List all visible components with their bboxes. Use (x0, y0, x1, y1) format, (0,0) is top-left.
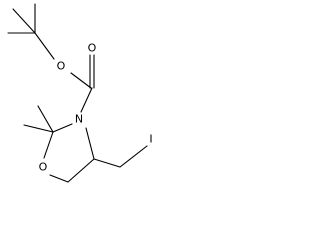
structure-diagram: O O N O I (7, 3, 153, 183)
bond-ester-oxygen-to-carbonyl (70, 72, 92, 89)
ester-oxygen-label: O (57, 60, 66, 73)
bond-c4-to-ch2 (93, 158, 121, 168)
bond-c2-to-ring-oxygen (43, 131, 54, 159)
bond-c2-methyl-a (37, 105, 54, 133)
ring-oxygen-label: O (39, 161, 48, 174)
carbamate-group (70, 54, 95, 113)
iodine-label: I (149, 133, 152, 146)
bond-tbu-to-ester-oxygen (34, 32, 55, 60)
bond-c5-to-c4 (67, 158, 95, 183)
bond-nitrogen-to-c2 (52, 123, 73, 133)
ring-nitrogen-label: N (75, 113, 83, 126)
bond-c2-methyl-b (23, 124, 54, 133)
iodomethyl-group (93, 145, 148, 168)
bond-tbu-methyl-upper-left (12, 8, 36, 34)
oxazolidine-ring (43, 123, 95, 183)
tert-butyl-group (7, 3, 55, 60)
bond-c4-to-nitrogen (85, 127, 95, 160)
bond-ring-oxygen-to-c5 (49, 174, 69, 183)
carbonyl-oxygen-label: O (88, 42, 97, 55)
bond-ch2-to-iodine (119, 145, 148, 168)
gem-dimethyl-group (23, 105, 54, 133)
bond-carbonyl-to-nitrogen (80, 87, 93, 113)
